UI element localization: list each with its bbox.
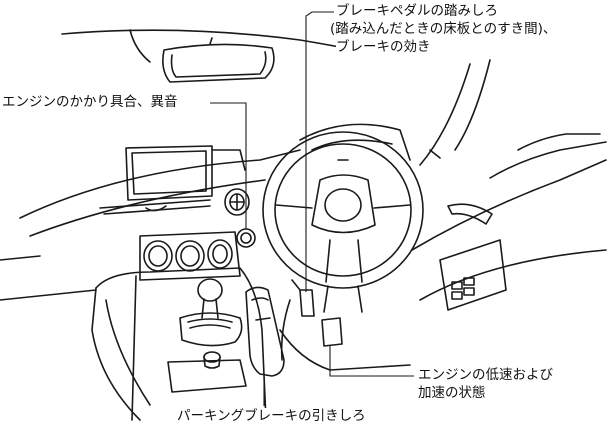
- callout-idle-accel-line-2: 加速の状態: [418, 385, 486, 402]
- accelerator-pedal: [321, 317, 343, 347]
- rear-view-mirror: [162, 37, 275, 83]
- leader-idle: [329, 346, 414, 377]
- infotainment-screen: [125, 145, 246, 201]
- callout-brake-pedal-line-3: ブレーキの効き: [336, 39, 431, 56]
- climate-knobs: [139, 231, 241, 281]
- gauge-cluster-hood: [299, 123, 411, 161]
- callout-idle-accel-line-1: エンジンの低速および: [418, 367, 553, 384]
- pedals: [291, 279, 343, 347]
- leader-brake: [305, 11, 334, 292]
- steering-wheel: [262, 131, 424, 289]
- parking-brake-lever: [245, 286, 285, 377]
- brake-pedal: [299, 289, 315, 317]
- round-air-vent: [224, 188, 250, 216]
- callout-brake-pedal-line-2: (踏み込んだときの床板とのすき間)、: [330, 21, 557, 38]
- leader-engine-start: [210, 102, 247, 229]
- dashboard-top: [19, 149, 301, 219]
- shift-lever: [179, 278, 243, 347]
- callout-brake-pedal-line-1: ブレーキペダルの踏みしろ: [336, 3, 498, 20]
- engine-start-button: [236, 228, 256, 248]
- windshield-inner-edge: [129, 29, 151, 63]
- callout-engine-start: エンジンのかかり具合、異音: [2, 94, 178, 111]
- a-pillar-right: [419, 63, 471, 166]
- windshield-top-edge: [61, 29, 356, 51]
- window-switches: [451, 277, 475, 300]
- center-console: [95, 267, 267, 421]
- passenger-door: [411, 133, 607, 311]
- callout-parking-brake: パーキングブレーキの引きしろ: [177, 408, 366, 425]
- cup-holder: [167, 351, 247, 393]
